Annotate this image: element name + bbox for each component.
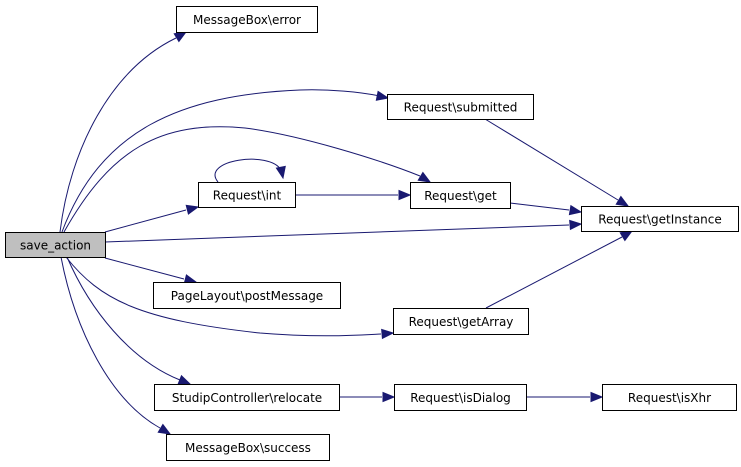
- node-label[interactable]: Request\isXhr: [628, 391, 711, 405]
- arrowhead-icon: [619, 230, 634, 242]
- edge-line: [65, 256, 382, 337]
- node-box[interactable]: [387, 94, 534, 120]
- node-label[interactable]: StudipController\relocate: [172, 391, 322, 405]
- edge-save_action-to-mb_error: [59, 31, 188, 233]
- edge-line: [66, 256, 181, 381]
- edge-line: [61, 89, 381, 233]
- node-box[interactable]: [198, 182, 296, 208]
- arrowhead-icon: [569, 219, 583, 231]
- node-label[interactable]: MessageBox\success: [185, 441, 311, 455]
- node-label[interactable]: Request\getInstance: [598, 213, 722, 227]
- nodes-layer: save_action MessageBox\errorRequest\submi…: [5, 6, 739, 461]
- node-sc-relocate[interactable]: StudipController\relocate: [154, 384, 340, 411]
- node-pl-postMessage[interactable]: PageLayout\postMessage: [153, 282, 341, 309]
- node-box[interactable]: [154, 384, 340, 411]
- edge-line: [104, 257, 185, 280]
- node-box[interactable]: [176, 6, 318, 33]
- edge-req_int-to-req_get: [295, 189, 412, 201]
- edge-line: [214, 158, 282, 183]
- node-box[interactable]: [581, 206, 739, 232]
- arrowhead-icon: [157, 423, 172, 435]
- node-label[interactable]: Request\int: [213, 189, 282, 203]
- edge-req_isDialog-to-req_isXhr: [526, 391, 604, 403]
- edge-save_action-to-req_getArray: [65, 256, 395, 340]
- node-mb-error[interactable]: MessageBox\error: [176, 6, 318, 33]
- edge-save_action-to-req_int: [104, 204, 200, 233]
- node-mb-success[interactable]: MessageBox\success: [166, 434, 330, 461]
- arrowhead-icon: [185, 204, 200, 215]
- edges-layer: [59, 31, 634, 435]
- node-req-isDialog[interactable]: Request\isDialog: [394, 384, 527, 411]
- edge-line: [104, 224, 570, 243]
- edge-save_action-to-req_get: [63, 126, 432, 233]
- node-box[interactable]: [5, 232, 106, 258]
- node-box[interactable]: [153, 282, 341, 309]
- node-label[interactable]: save_action: [20, 239, 91, 253]
- arrowhead-icon: [381, 328, 395, 340]
- node-req-isXhr[interactable]: Request\isXhr: [602, 384, 737, 411]
- node-box[interactable]: [602, 384, 737, 411]
- edge-save_action-to-pl_postMessage: [104, 257, 198, 285]
- edge-line: [104, 209, 187, 233]
- node-req-get[interactable]: Request\get: [410, 182, 511, 209]
- arrowhead-icon: [615, 195, 630, 207]
- node-req-getInstance[interactable]: Request\getInstance: [581, 206, 739, 232]
- node-save-action[interactable]: save_action: [5, 232, 106, 258]
- node-req-submitted[interactable]: Request\submitted: [387, 94, 534, 120]
- node-box[interactable]: [393, 308, 529, 335]
- edge-sc_relocate-to-req_isDialog: [339, 391, 396, 403]
- edge-save_action-to-req_getInstance: [104, 219, 583, 243]
- node-box[interactable]: [394, 384, 527, 411]
- node-label[interactable]: Request\submitted: [404, 101, 518, 115]
- edge-req_getArray-to-req_getInstance: [485, 230, 634, 309]
- node-box[interactable]: [166, 434, 330, 461]
- arrowhead-icon: [568, 204, 583, 216]
- edge-save_action-to-mb_success: [60, 256, 172, 435]
- edge-line: [59, 37, 177, 233]
- node-box[interactable]: [410, 182, 511, 209]
- arrowhead-icon: [177, 374, 192, 385]
- arrowhead-icon: [417, 171, 432, 183]
- edge-line: [63, 126, 421, 233]
- arrowhead-icon: [275, 165, 286, 180]
- edge-req_submitted-to-req_getInstance: [484, 118, 630, 207]
- arrowhead-icon: [590, 391, 604, 403]
- node-label[interactable]: Request\isDialog: [410, 391, 511, 405]
- arrowhead-icon: [398, 189, 412, 201]
- node-label[interactable]: MessageBox\error: [193, 13, 301, 27]
- edge-line: [485, 236, 623, 309]
- arrowhead-icon: [382, 391, 396, 403]
- edge-line: [484, 118, 619, 201]
- arrowhead-icon: [173, 31, 188, 43]
- node-req-int[interactable]: Request\int: [198, 182, 296, 208]
- node-req-getArray[interactable]: Request\getArray: [393, 308, 529, 335]
- edge-line: [60, 256, 161, 429]
- node-label[interactable]: PageLayout\postMessage: [171, 289, 323, 303]
- edge-req_get-to-req_getInstance: [509, 202, 583, 216]
- edge-req_int-to-req_int: [214, 158, 286, 183]
- node-label[interactable]: Request\get: [424, 189, 497, 203]
- edge-save_action-to-req_submitted: [61, 89, 390, 233]
- arrowhead-icon: [375, 90, 390, 101]
- edge-line: [509, 202, 570, 211]
- node-label[interactable]: Request\getArray: [409, 315, 514, 329]
